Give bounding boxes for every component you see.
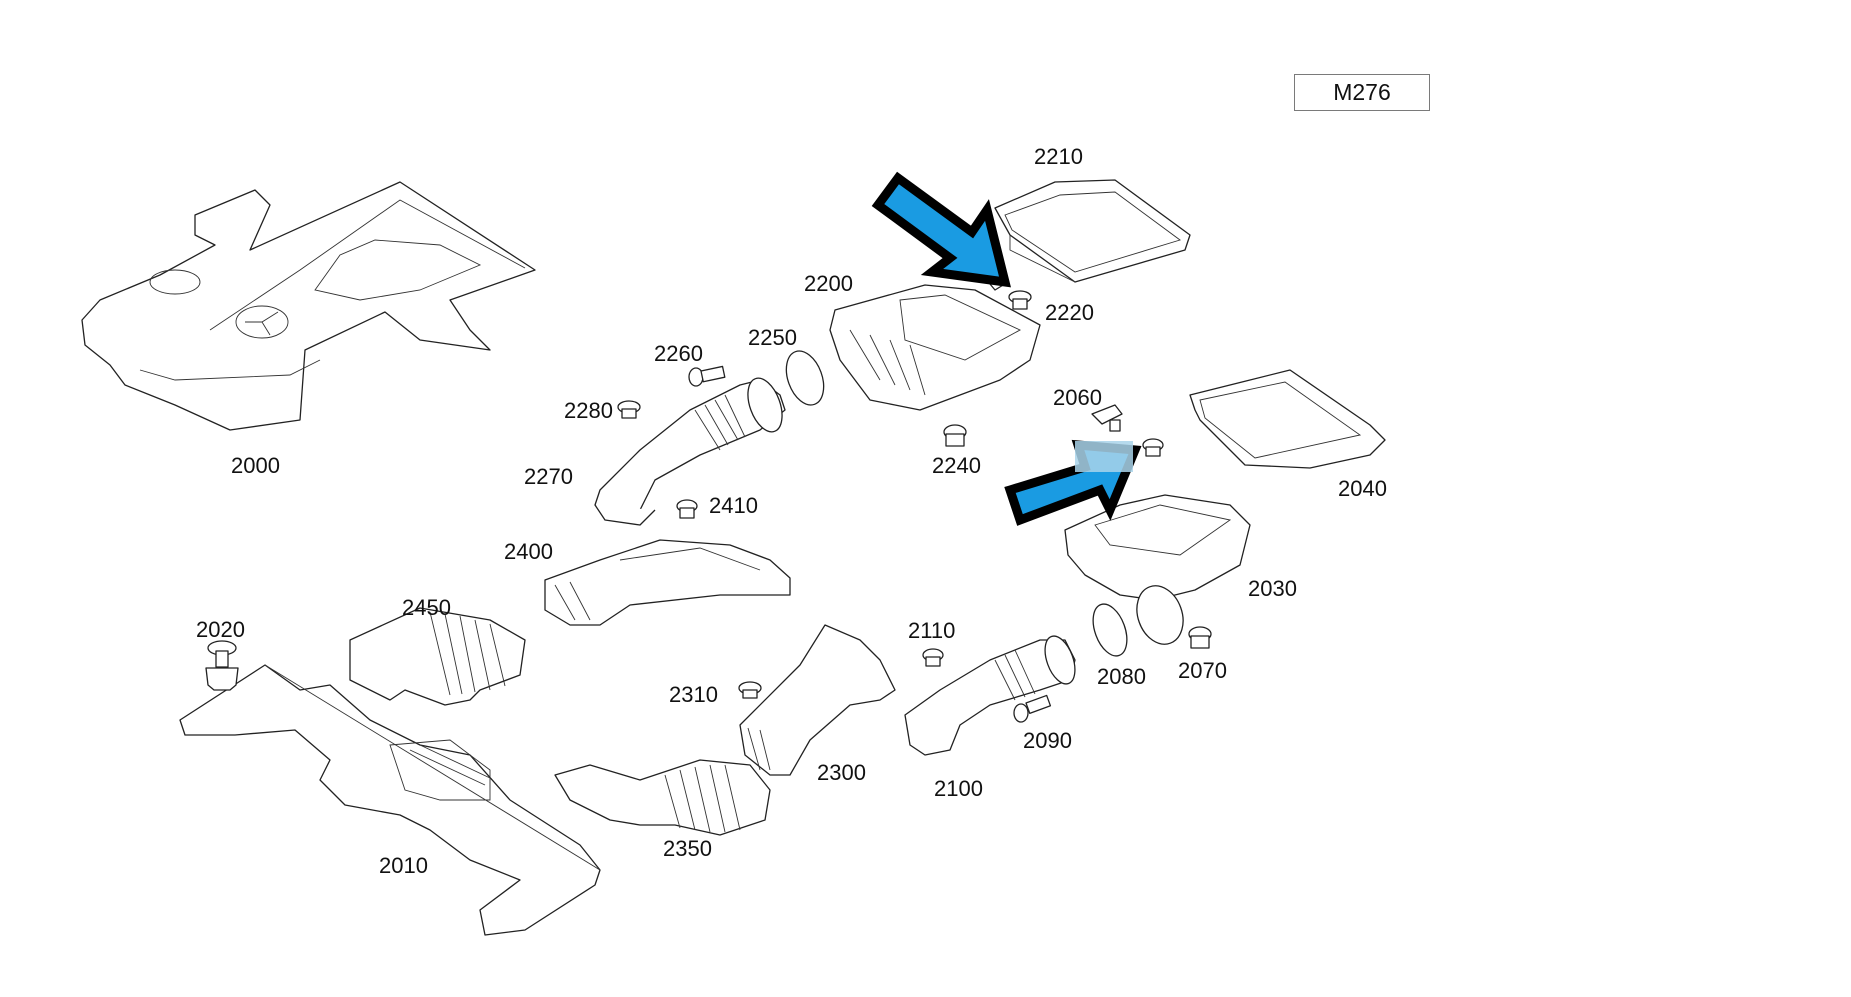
label-2080[interactable]: 2080 xyxy=(1097,664,1146,689)
part-2250-seal-ring[interactable] xyxy=(779,346,830,410)
label-2110[interactable]: 2110 xyxy=(908,618,956,643)
model-label: M276 xyxy=(1294,74,1430,111)
part-2040-filter-element[interactable] xyxy=(1189,369,1386,469)
grommet-near-2060[interactable] xyxy=(1142,438,1164,457)
label-2030[interactable]: 2030 xyxy=(1248,576,1297,601)
part-2070-grommet[interactable] xyxy=(1188,626,1212,649)
part-2280-grommet[interactable] xyxy=(617,400,641,419)
part-2000-engine-cover[interactable] xyxy=(81,181,536,431)
part-2080-seal-ring[interactable] xyxy=(1087,599,1134,660)
part-2020-clip[interactable] xyxy=(205,640,239,691)
part-2110-grommet[interactable] xyxy=(922,648,944,667)
label-2270[interactable]: 2270 xyxy=(524,464,573,489)
label-2250[interactable]: 2250 xyxy=(748,325,797,350)
part-2010-duct-bracket[interactable] xyxy=(179,664,601,936)
callout-arrow-1 xyxy=(871,171,1011,288)
label-2300[interactable]: 2300 xyxy=(817,760,866,785)
label-2200[interactable]: 2200 xyxy=(804,271,853,296)
label-2240[interactable]: 2240 xyxy=(932,453,981,478)
part-2260-bolt[interactable] xyxy=(688,365,726,387)
label-2010[interactable]: 2010 xyxy=(379,853,428,878)
part-2410-grommet[interactable] xyxy=(676,499,698,519)
part-2200-air-filter-housing[interactable] xyxy=(829,284,1041,411)
part-2310-grommet[interactable] xyxy=(738,681,762,699)
part-2240-grommet[interactable] xyxy=(943,424,967,447)
part-2030-air-filter-housing[interactable] xyxy=(1064,494,1251,651)
part-2100-intake-hose[interactable] xyxy=(904,632,1081,756)
part-2300-air-duct[interactable] xyxy=(739,624,896,776)
label-2000[interactable]: 2000 xyxy=(231,453,280,478)
part-2350-bellows-duct[interactable] xyxy=(554,759,771,836)
part-2220-grommet[interactable] xyxy=(1008,290,1032,310)
label-2220[interactable]: 2220 xyxy=(1045,300,1094,325)
label-2260[interactable]: 2260 xyxy=(654,341,703,366)
part-2450-bellows-duct[interactable] xyxy=(349,607,526,706)
label-2100[interactable]: 2100 xyxy=(934,776,983,801)
label-2060[interactable]: 2060 xyxy=(1053,385,1102,410)
highlight-box xyxy=(1075,441,1133,472)
label-2450[interactable]: 2450 xyxy=(402,595,451,620)
label-2090[interactable]: 2090 xyxy=(1023,728,1072,753)
label-2410[interactable]: 2410 xyxy=(709,493,758,518)
label-2400[interactable]: 2400 xyxy=(504,539,553,564)
label-2070[interactable]: 2070 xyxy=(1178,658,1227,683)
part-2060-sensor[interactable] xyxy=(1091,404,1123,432)
part-2270-intake-hose[interactable] xyxy=(594,374,789,526)
label-2310[interactable]: 2310 xyxy=(669,682,718,707)
part-2400-air-duct[interactable] xyxy=(544,539,791,626)
part-2090-bolt[interactable] xyxy=(1013,694,1052,723)
label-2350[interactable]: 2350 xyxy=(663,836,712,861)
label-2020[interactable]: 2020 xyxy=(196,617,245,642)
part-2210-filter-element[interactable] xyxy=(994,179,1191,283)
label-2280[interactable]: 2280 xyxy=(564,398,613,423)
label-2210[interactable]: 2210 xyxy=(1034,144,1083,169)
label-2040[interactable]: 2040 xyxy=(1338,476,1387,501)
